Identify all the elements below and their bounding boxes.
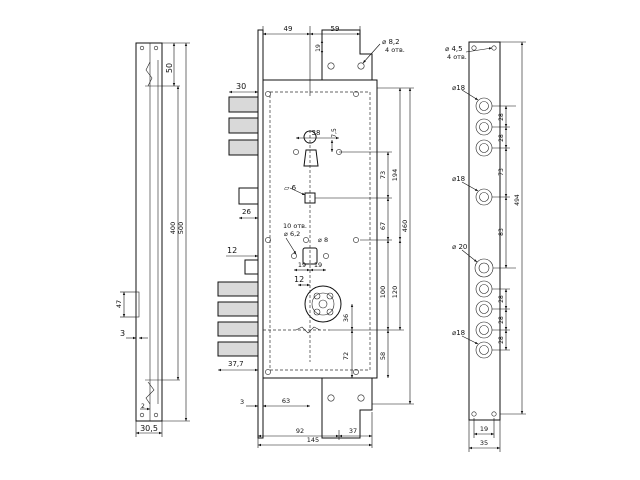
- side-dim-500: 500: [177, 222, 185, 234]
- dim-12-left: 12: [227, 246, 237, 255]
- dim-12-spindle: 12: [294, 275, 304, 284]
- dim-37: 37: [349, 427, 357, 435]
- dim-19-strike: 19: [480, 425, 488, 433]
- front-faceplate: [257, 29, 264, 439]
- side-dim-3: 3: [120, 329, 125, 338]
- dim-494: 494: [514, 194, 521, 206]
- dim-73: 73: [379, 171, 387, 179]
- dim-19-right: 19: [314, 261, 322, 269]
- dim-4-5: ⌀ 4,5: [445, 45, 463, 53]
- side-view: 50 400 500 47 3 30,5 2: [115, 42, 190, 437]
- gear-mechanism: [304, 285, 342, 323]
- dim-26: 26: [242, 208, 251, 216]
- dim-30: 30: [236, 82, 246, 91]
- side-dim-30-5: 30,5: [140, 424, 158, 433]
- dim-83: 83: [498, 228, 505, 236]
- case-holes: [265, 91, 359, 375]
- dim-194: 194: [391, 169, 399, 181]
- dim-37-7: 37,7: [228, 360, 244, 368]
- dim-49: 49: [284, 25, 293, 33]
- side-dim-50: 50: [165, 63, 174, 73]
- dim-35-strike: 35: [480, 439, 488, 447]
- side-dim-2: 2: [141, 403, 145, 410]
- dim-28-a: 28: [498, 113, 505, 121]
- dim-59: 59: [331, 25, 340, 33]
- dim-28-d: 28: [498, 316, 505, 324]
- dim-3-front: 3: [240, 398, 244, 406]
- strike-plate-view: ⌀ 4,5 4 отв. ⌀18 ⌀18 ⌀ 20 ⌀18 28 28 73 8…: [445, 41, 526, 452]
- dim-100: 100: [379, 286, 387, 298]
- side-dim-400: 400: [169, 222, 177, 234]
- dim-145: 145: [307, 436, 319, 444]
- dim-d20: ⌀ 20: [452, 243, 467, 251]
- dim-holes-dia: ⌀ 6,2: [284, 230, 300, 238]
- dim-d18-c: ⌀18: [452, 329, 465, 337]
- dim-d18-b: ⌀18: [452, 175, 465, 183]
- dim-67: 67: [379, 222, 387, 230]
- dim-28-c: 28: [498, 295, 505, 303]
- front-view: 49 59 19 ⌀ 8,2 4 отв. 30 38 7,5 ⏥ 6 26 1…: [217, 25, 414, 448]
- dim-pin-8: ⌀ 8: [318, 236, 328, 244]
- dim-36: 36: [342, 314, 350, 322]
- dim-19-left: 19: [298, 261, 306, 269]
- dim-92: 92: [296, 427, 304, 435]
- lock-case: [262, 79, 378, 379]
- dim-63: 63: [282, 397, 290, 405]
- dim-460: 460: [401, 220, 409, 232]
- dim-28-e: 28: [498, 336, 505, 344]
- dim-hole-count: 4 отв.: [385, 46, 405, 54]
- dim-120: 120: [391, 286, 399, 298]
- dim-38: 38: [312, 129, 321, 137]
- dim-28-b: 28: [498, 134, 505, 142]
- dim-hole-8-2: ⌀ 8,2: [382, 38, 400, 46]
- dim-72: 72: [342, 352, 350, 360]
- side-dim-47: 47: [115, 300, 123, 308]
- dim-73-strike: 73: [498, 168, 505, 176]
- side-faceplate: [135, 42, 163, 422]
- dim-4-5-count: 4 отв.: [447, 53, 467, 61]
- dim-holes-count: 10 отв.: [283, 222, 307, 230]
- dim-square-6: ⏥ 6: [284, 184, 297, 192]
- dim-d18-a: ⌀18: [452, 84, 465, 92]
- dim-58: 58: [379, 352, 387, 360]
- dim-19-top: 19: [315, 44, 322, 52]
- strike-plate: [468, 41, 501, 421]
- dim-7-5: 7,5: [331, 128, 338, 138]
